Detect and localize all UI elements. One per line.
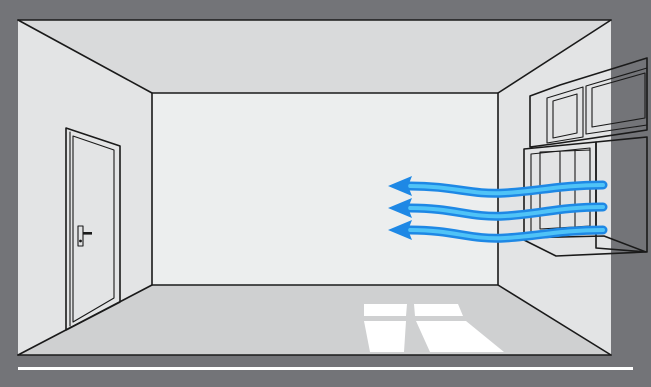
back-wall: [152, 93, 498, 285]
door-handle-icon: [77, 225, 92, 247]
door-icon: [65, 127, 121, 331]
ceiling: [18, 20, 611, 93]
airflow-arrow-icon: [388, 198, 608, 221]
airflow-arrow-icon: [388, 220, 608, 243]
airflow-arrow-icon: [388, 176, 608, 198]
sunlight-patch: [364, 304, 504, 352]
airflow-arrows: [388, 176, 608, 243]
bottom-rail: [18, 367, 633, 370]
left-wall: [18, 20, 152, 355]
